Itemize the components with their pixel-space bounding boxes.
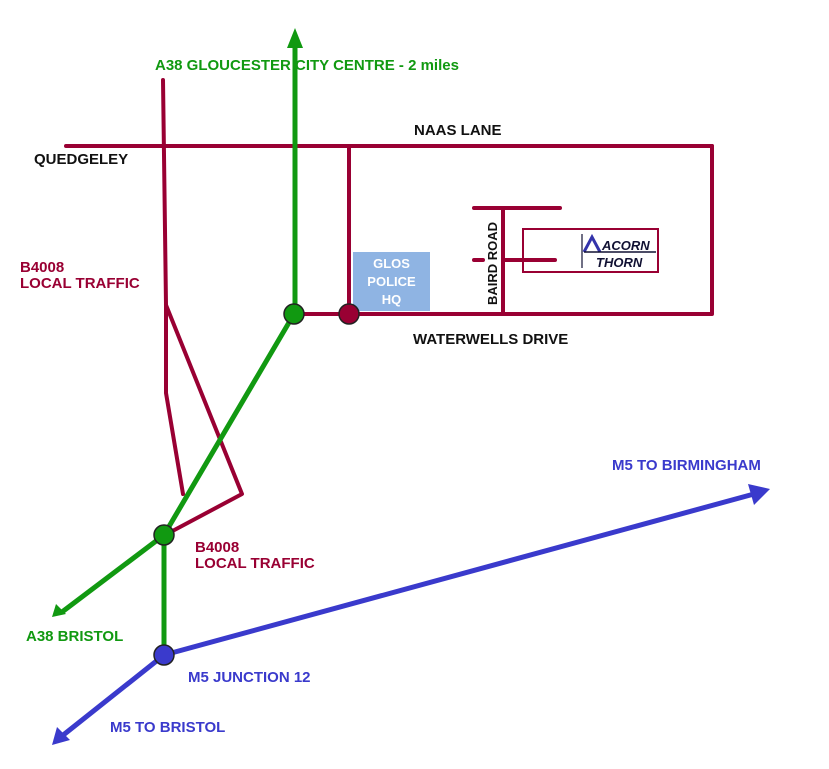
m5-north-road (161, 491, 757, 658)
m5-junction-12-icon (153, 644, 175, 666)
logo-line1: ACORN (601, 238, 650, 253)
a38-north-arrow-icon (287, 28, 303, 48)
naas-lane-east-loop (348, 144, 714, 316)
b4008-road-west (161, 78, 185, 496)
police-hq-label-line2: POLICE (367, 274, 416, 289)
m5-junction-12-label: M5 JUNCTION 12 (188, 669, 311, 686)
local-roads (64, 78, 714, 537)
logo-line2: THORN (596, 255, 643, 270)
waterwells-drive-label: WATERWELLS DRIVE (413, 331, 568, 348)
b4008-upper-label-line2: LOCAL TRAFFIC (20, 275, 140, 292)
police-hq-box (353, 252, 430, 311)
logo-chevron-icon (582, 233, 602, 253)
acorn-thorn-logo: ACORN THORN (581, 233, 656, 270)
m5-north-arrow-icon (748, 484, 770, 505)
b4008-upper-label-line1: B4008 (20, 259, 64, 276)
police-hq-junction-icon (338, 303, 360, 325)
b4008-lower-label-line1: B4008 (195, 539, 239, 556)
a38-waterwells-junction-icon (283, 303, 305, 325)
quedgeley-label: QUEDGELEY (34, 151, 128, 168)
m5-road (59, 491, 757, 739)
b4008-lower-label-line2: LOCAL TRAFFIC (195, 555, 315, 572)
m5-south-arrow-icon (52, 727, 70, 745)
a38-road (59, 39, 298, 658)
m5-bristol-label: M5 TO BRISTOL (110, 719, 225, 736)
a38-diagonal-road (161, 311, 297, 538)
a38-bristol-label: A38 BRISTOL (26, 628, 123, 645)
a38-south-road (59, 532, 167, 615)
a38-south-arrow-icon (52, 604, 66, 617)
acorn-thorn-site (522, 228, 659, 273)
m5-birmingham-label: M5 TO BIRMINGHAM (612, 457, 761, 474)
m5-south-road (59, 652, 167, 739)
b4008-road-east (163, 303, 244, 537)
a38-north-label: A38 GLOUCESTER CITY CENTRE - 2 miles (155, 57, 459, 74)
naas-lane-label: NAAS LANE (414, 122, 502, 139)
police-hq-label-line1: GLOS (373, 256, 410, 271)
a38-b4008-junction-icon (153, 524, 175, 546)
police-hq-label-line3: HQ (382, 292, 402, 307)
baird-road-label: BAIRD ROAD (485, 222, 500, 305)
